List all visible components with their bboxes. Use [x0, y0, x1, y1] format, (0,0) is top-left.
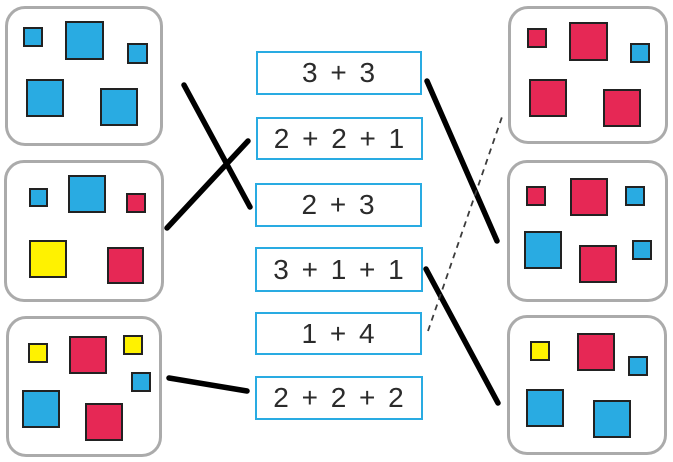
red-square [527, 28, 547, 48]
blue-square [593, 400, 631, 438]
blue-square [630, 43, 650, 63]
blue-square [26, 79, 64, 117]
expression-label: 2 + 3 [301, 189, 376, 220]
expression-label: 3 + 3 [301, 57, 377, 88]
blue-square [628, 356, 648, 376]
expression-label: 2 + 2 + 2 [273, 382, 405, 413]
blue-square [68, 175, 106, 213]
blue-square [625, 186, 645, 206]
blue-square [22, 390, 60, 428]
red-square [529, 79, 567, 117]
blue-square [127, 43, 148, 64]
blue-square [29, 188, 48, 207]
match-line-dashed-expr-5-right-1 [427, 113, 504, 332]
yellow-square [29, 240, 67, 278]
expression-box-expr-2[interactable]: 2 + 2 + 1 [256, 117, 423, 160]
red-square [579, 245, 617, 283]
red-square [107, 247, 144, 284]
blue-square [526, 389, 564, 427]
match-line-solid-left-3-expr-6 [166, 375, 250, 394]
red-square [85, 403, 123, 441]
expression-box-expr-4[interactable]: 3 + 1 + 1 [255, 247, 423, 292]
blue-square [100, 88, 138, 126]
expression-box-expr-1[interactable]: 3 + 3 [256, 51, 422, 95]
red-square [569, 22, 608, 61]
expression-label: 3 + 1 + 1 [273, 253, 405, 285]
match-line-solid-expr-4-right-3 [423, 266, 501, 406]
blue-square [131, 372, 151, 392]
red-square [69, 336, 107, 374]
blue-square [65, 21, 104, 60]
red-square [570, 178, 608, 216]
red-square [526, 186, 546, 206]
blue-square [632, 240, 652, 260]
blue-square [524, 231, 562, 269]
blue-square [23, 27, 43, 47]
red-square [126, 193, 146, 213]
red-square [577, 333, 615, 371]
match-line-solid-expr-1-right-2 [424, 78, 500, 244]
expression-label: 2 + 2 + 1 [273, 122, 406, 154]
expression-box-expr-3[interactable]: 2 + 3 [255, 183, 422, 227]
expression-box-expr-5[interactable]: 1 + 4 [255, 312, 422, 355]
yellow-square [28, 343, 48, 363]
match-line-solid-left-1-expr-3 [181, 82, 253, 210]
match-line-solid-left-2-expr-2 [164, 138, 251, 231]
expression-label: 1 + 4 [301, 317, 376, 349]
red-square [603, 89, 641, 127]
yellow-square [123, 335, 143, 355]
expression-box-expr-6[interactable]: 2 + 2 + 2 [255, 376, 423, 420]
yellow-square [530, 341, 550, 361]
